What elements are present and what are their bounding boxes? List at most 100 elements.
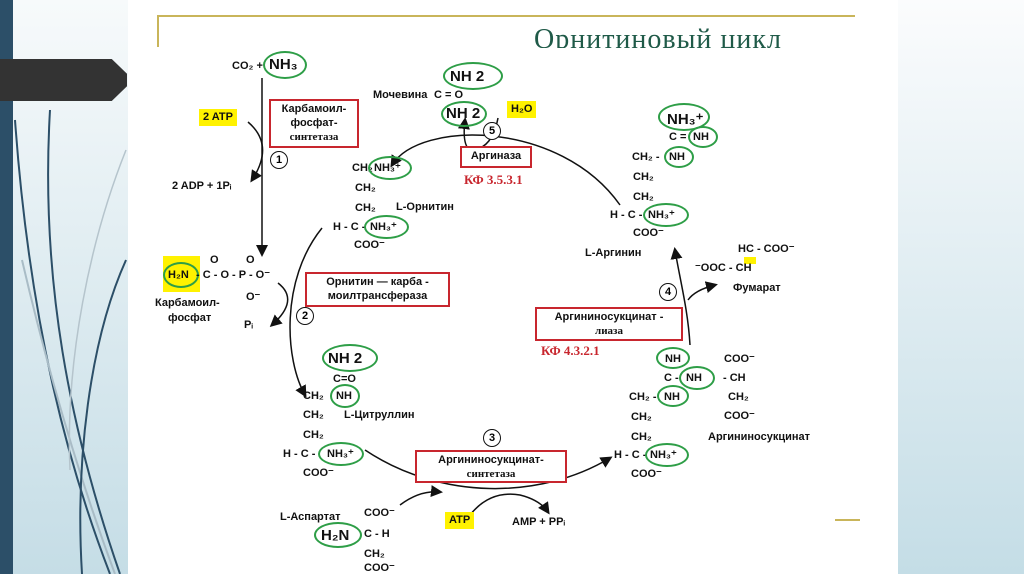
enzyme-4-line1: Аргининосукцинат - (554, 311, 664, 323)
arrow-atp-to-adp (247, 121, 264, 183)
enzyme-1-line1: Карбамоил- (281, 103, 347, 115)
urea-carbonyl: C = O (434, 89, 464, 101)
amp-ppi-products: AMP + PPᵢ (512, 516, 566, 528)
slide-title: Орнитиновый цикл (534, 24, 782, 48)
step-3-marker: 3 (483, 429, 501, 447)
fumarate-label: Фумарат (733, 282, 781, 294)
nh3-highlight-ring (263, 51, 307, 79)
citrulline-r4: H - C - (283, 448, 316, 460)
step-1-marker: 1 (270, 151, 288, 169)
arginine-nh3-ring (658, 103, 710, 131)
arrow-atp-to-amp (469, 493, 550, 516)
decorative-curves (14, 109, 127, 574)
arginine-r5: COO⁻ (633, 227, 664, 239)
title-tab-marker (0, 59, 127, 101)
ornithine-r3: CH₂ (355, 202, 376, 214)
ornithine-label: L-Орнитин (396, 201, 454, 213)
title-rule-tick (157, 15, 159, 47)
atp-2-badge: 2 ATP (199, 109, 237, 126)
enzyme-arginase: Аргиназа (460, 146, 532, 168)
enzyme-1-line2: фосфат- (290, 116, 338, 129)
co2-label: CO₂ + (232, 60, 263, 72)
atp-badge: ATP (445, 512, 475, 529)
enzyme-argininosuccinate-synthetase: Аргининосукцинат- синтетаза (415, 450, 567, 483)
urea-nh2-ring-bottom (441, 101, 487, 127)
arginine-c: C = (669, 131, 687, 143)
ornithine-r5: COO⁻ (354, 239, 385, 251)
aspartate-coo-bottom: COO⁻ (364, 562, 395, 574)
as-nh-mid-ring (679, 366, 715, 390)
as-r1: CH₂ - (629, 391, 657, 403)
enzyme-4-line2: лиаза (595, 324, 623, 337)
ornithine-nh3-ring-top (368, 156, 412, 180)
step-5-marker: 5 (483, 122, 501, 140)
enzyme-2-line2: моилтрансфераза (327, 289, 428, 302)
aspartate-h2n-ring (314, 522, 362, 548)
enzyme-3-line1: Аргининосукцинат- (438, 454, 544, 466)
right-background-panel (898, 0, 1024, 574)
arginine-r3: CH₂ (633, 191, 654, 203)
citrulline-nh-ring (330, 384, 360, 408)
arrow-step4 (670, 247, 691, 346)
arginine-nh3-alpha-ring (643, 203, 689, 227)
carbonyl-o: O (210, 254, 219, 266)
enzyme-3-line2: синтетаза (466, 467, 516, 480)
ornithine-r1: CH₂ (352, 162, 373, 174)
arginine-r4: H - C - (610, 209, 643, 221)
h2o-badge: H₂O (507, 101, 537, 118)
enzyme-2-line1: Орнитин — карба - (326, 276, 429, 288)
arrow-step3 (364, 449, 613, 490)
citrulline-nh2-ring (322, 344, 378, 372)
as-s1: COO⁻ (724, 353, 755, 365)
arginine-r1: CH₂ - (632, 151, 660, 163)
as-nh3-alpha-ring (645, 443, 689, 467)
as-s2: - CH (723, 372, 746, 384)
citrulline-r5: COO⁻ (303, 467, 334, 479)
carbamoyl-label-2: фосфат (168, 312, 212, 324)
citrulline-r1: CH₂ (303, 390, 324, 402)
as-r5: COO⁻ (631, 468, 662, 480)
as-s3: CH₂ (728, 391, 749, 403)
phosphate-o-bottom: O⁻ (246, 291, 261, 303)
as-nh-bottom-ring (657, 385, 689, 407)
citrulline-nh3-ring (318, 442, 364, 466)
urea-nh2-ring-top (443, 62, 503, 90)
enzyme-5-line1: Аргиназа (470, 150, 522, 162)
enzyme-argininosuccinate-lyase: Аргининосукцинат - лиаза (535, 307, 683, 341)
h2n-ring (163, 262, 199, 288)
arginine-nh-eq-ring (688, 126, 718, 148)
arginine-nh-ring (664, 146, 694, 168)
aspartate-coo-top: COO⁻ (364, 507, 395, 519)
carbamoyl-formula: - C - O - P - O⁻ (196, 269, 271, 281)
fumarate-line1: HC - COO⁻ (738, 243, 795, 255)
step-2-marker: 2 (296, 307, 314, 325)
as-r3: CH₂ (631, 431, 652, 443)
citrulline-r2: CH₂ (303, 409, 324, 421)
carbamoyl-label-1: Карбамоил- (155, 297, 220, 309)
citrulline-r3: CH₂ (303, 429, 324, 441)
ornithine-nh3-ring-alpha (364, 215, 409, 239)
enzyme-ornithine-carbamoyltransferase: Орнитин — карба - моилтрансфераза (305, 272, 450, 307)
step-4-marker: 4 (659, 283, 677, 301)
citrulline-co: C=O (333, 373, 356, 385)
aspartate-ch: C - H (364, 528, 390, 540)
as-r4: H - C - (614, 449, 647, 461)
as-s4: COO⁻ (724, 410, 755, 422)
arginine-r2: CH₂ (633, 171, 654, 183)
aspartate-ch2: CH₂ (364, 548, 385, 560)
aspartate-label: L-Аспартат (280, 511, 341, 523)
bottom-rule (835, 519, 860, 521)
arrow-pi-release (269, 282, 289, 327)
urea-label: Мочевина (373, 89, 428, 101)
left-accent-strip (0, 0, 13, 574)
as-c: C - (664, 372, 679, 384)
phosphate-o-top: O (246, 254, 255, 266)
enzyme-carbamoyl-phosphate-synthetase: Карбамоил- фосфат- синтетаза (269, 99, 359, 148)
as-nh-top-ring (656, 347, 690, 369)
arrow-fumarate-release (687, 281, 718, 301)
arrow-step2 (289, 227, 323, 398)
pi-product: Pᵢ (244, 319, 253, 331)
as-r2: CH₂ (631, 411, 652, 423)
enzyme-1-line3: синтетаза (289, 130, 339, 143)
